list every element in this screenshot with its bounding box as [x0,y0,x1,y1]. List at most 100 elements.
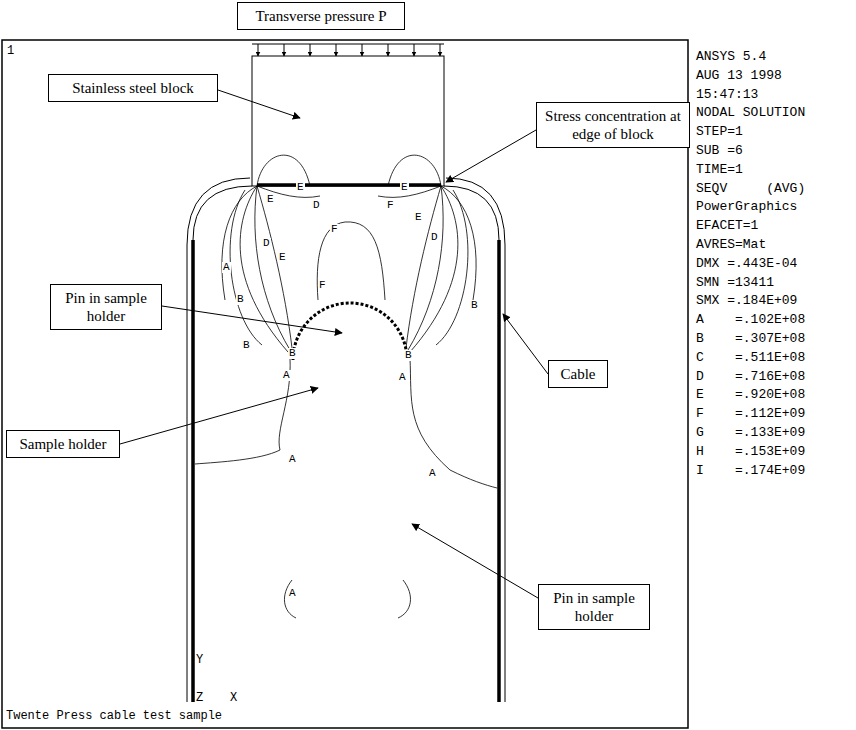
cable-outline [446,178,505,702]
callout-box: Sample holder [6,430,120,458]
pressure-arrow [258,44,259,56]
ansys-legend-line: H =.153E+09 [696,445,805,458]
contour-label: E [414,212,423,223]
pressure-arrow [388,44,389,56]
callout-box: Cable [548,360,608,388]
ansys-legend-line: G =.133E+09 [696,426,805,439]
steel-block [252,56,444,186]
contour-label: B [470,300,479,311]
cable-line [497,240,501,702]
ansys-legend-line: PowerGraphics [696,200,797,213]
pressure-arrow [284,44,285,56]
contour-label: B [236,294,245,305]
contour-line [255,186,290,350]
contour-line [436,190,468,345]
plot-title: Twente Press cable test sample [6,710,222,722]
ansys-legend-line: ANSYS 5.4 [696,50,766,63]
pressure-arrow [440,44,441,56]
contour-label: A [428,468,437,479]
ansys-legend-line: DMX =.443E-04 [696,257,797,270]
contour-line [441,186,476,300]
cable-line [191,240,195,702]
pressure-arrow [414,44,415,56]
leader-arrow [218,90,300,118]
contour-label: B [404,350,413,361]
callout-box: Pin in sample holder [50,284,162,330]
callout-box: Transverse pressure P [237,2,405,30]
ansys-legend-line: 15:47:13 [696,88,758,101]
contour-line [398,580,410,618]
ansys-legend-line: SMN =13411 [696,276,774,289]
pin-outline [293,303,407,360]
contour-line [406,186,441,348]
leader-arrow [412,524,538,598]
pressure-arrows [252,44,444,56]
contour-line [408,186,443,350]
contour-line [388,155,441,186]
ansys-legend-line: C =.511E+08 [696,351,805,364]
callout-box: Stainless steel block [48,74,218,102]
leader-arrow [503,314,548,374]
ansys-legend-line: STEP=1 [696,125,743,138]
leader-arrow [446,130,536,182]
plot-number: 1 [7,45,14,57]
leader-arrow [162,306,342,333]
contour-label: F [330,224,339,235]
contour-line [230,190,262,345]
contour-line [284,580,296,618]
contour-label: D [262,238,271,249]
contour-label: D [430,232,439,243]
ansys-legend-line: EFACET=1 [696,219,758,232]
axis-label: X [230,692,237,704]
pressure-arrow [362,44,363,56]
contour-label: E [400,182,409,193]
callout-text: Transverse pressure P [244,7,398,25]
contour-line [222,186,257,300]
ansys-legend-line: A =.102E+08 [696,313,805,326]
pressure-line [252,44,444,45]
contour-line [317,222,385,300]
contour-label: A [282,370,291,381]
contour-label: A [288,588,297,599]
contour-line [410,358,497,488]
contour-label: B [288,348,297,359]
callout-text: Sample holder [13,435,113,453]
contour-line [195,358,290,464]
pressure-arrow [336,44,337,56]
ansys-legend-line: AVRES=Mat [696,238,766,251]
ansys-legend-line: TIME=1 [696,163,743,176]
ansys-legend-line: D =.716E+08 [696,370,805,383]
callout-text: Stress concentration at edge of block [543,107,683,143]
cable-outline [193,186,252,240]
ansys-legend-line: SMX =.184E+09 [696,294,797,307]
contour-label: A [288,454,297,465]
callout-text: Cable [555,365,601,383]
pressure-arrow [310,44,311,56]
contour-label: A [398,372,407,383]
leader-arrow [120,388,318,444]
contour-label: F [318,280,327,291]
ansys-legend-line: SUB =6 [696,144,743,157]
stress-contours [195,155,497,618]
ansys-legend-line: B =.307E+08 [696,332,805,345]
contour-line [378,186,441,197]
contour-label: E [266,194,275,205]
callout-box: Stress concentration at edge of block [536,102,690,148]
axis-label: Z [196,692,203,704]
ansys-legend-line: I =.174E+09 [696,464,805,477]
callout-box: Pin in sample holder [538,584,650,630]
ansys-legend-line: E =.920E+08 [696,388,805,401]
contour-label: E [296,182,305,193]
leader-lines [120,90,548,598]
contour-line [257,186,292,348]
ansys-legend-line: SEQV (AVG) [696,182,805,195]
block-contact-edge [257,183,441,187]
contour-label: F [386,200,395,211]
callout-text: Stainless steel block [55,79,211,97]
callout-text: Pin in sample holder [545,589,643,625]
ansys-legend-line: AUG 13 1998 [696,69,782,82]
contour-label: D [312,200,321,211]
ansys-legend-line: F =.112E+09 [696,407,805,420]
ansys-legend-line: NODAL SOLUTION [696,106,805,119]
